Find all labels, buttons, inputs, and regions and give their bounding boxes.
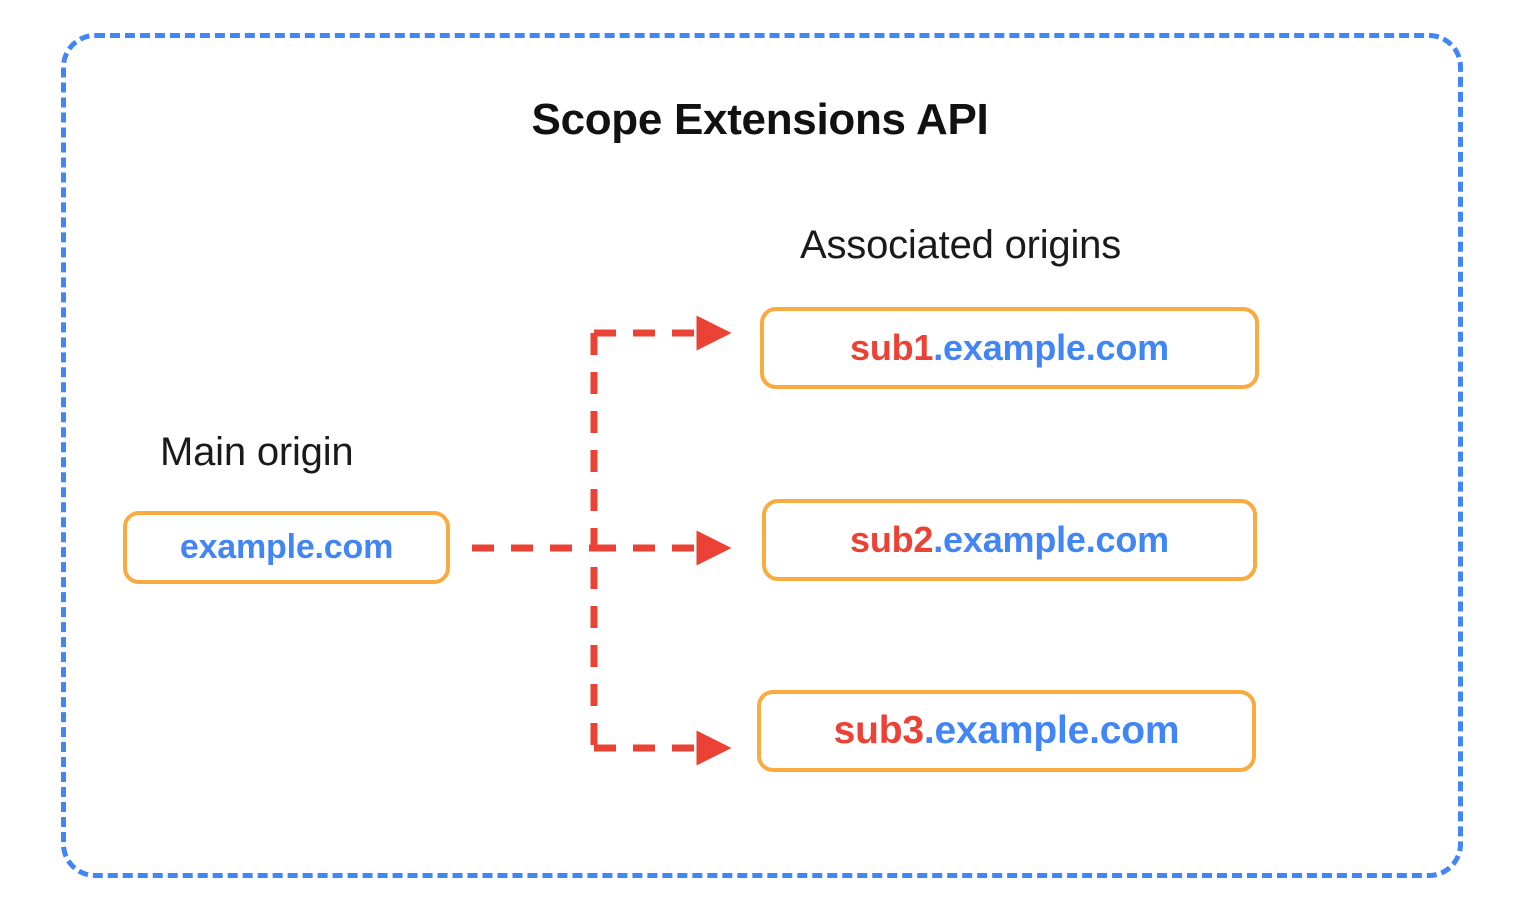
associated-origin-sub-sub3: sub3 <box>833 709 924 752</box>
associated-origin-text-sub1: sub1.example.com <box>850 327 1169 369</box>
associated-origin-sub-sub2: sub2 <box>850 519 934 560</box>
associated-origin-box-sub2[interactable]: sub2.example.com <box>762 499 1257 581</box>
associated-origin-text-sub2: sub2.example.com <box>850 519 1169 561</box>
main-origin-box[interactable]: example.com <box>123 511 450 584</box>
associated-origin-domain-sub1: .example.com <box>933 327 1169 368</box>
page-title: Scope Extensions API <box>531 95 989 144</box>
associated-origin-sub-sub1: sub1 <box>850 327 934 368</box>
associated-origin-domain-sub2: .example.com <box>933 519 1169 560</box>
scope-extensions-frame <box>61 33 1463 878</box>
associated-origin-box-sub1[interactable]: sub1.example.com <box>760 307 1259 389</box>
associated-origin-domain-sub3: .example.com <box>923 709 1180 752</box>
associated-origin-text-sub3: sub3.example.com <box>834 709 1180 753</box>
main-origin-label: Main origin <box>160 430 354 474</box>
associated-origins-label: Associated origins <box>800 223 1122 267</box>
main-origin-text: example.com <box>180 528 393 567</box>
associated-origin-box-sub3[interactable]: sub3.example.com <box>757 690 1256 772</box>
main-origin-domain: example.com <box>179 528 394 566</box>
